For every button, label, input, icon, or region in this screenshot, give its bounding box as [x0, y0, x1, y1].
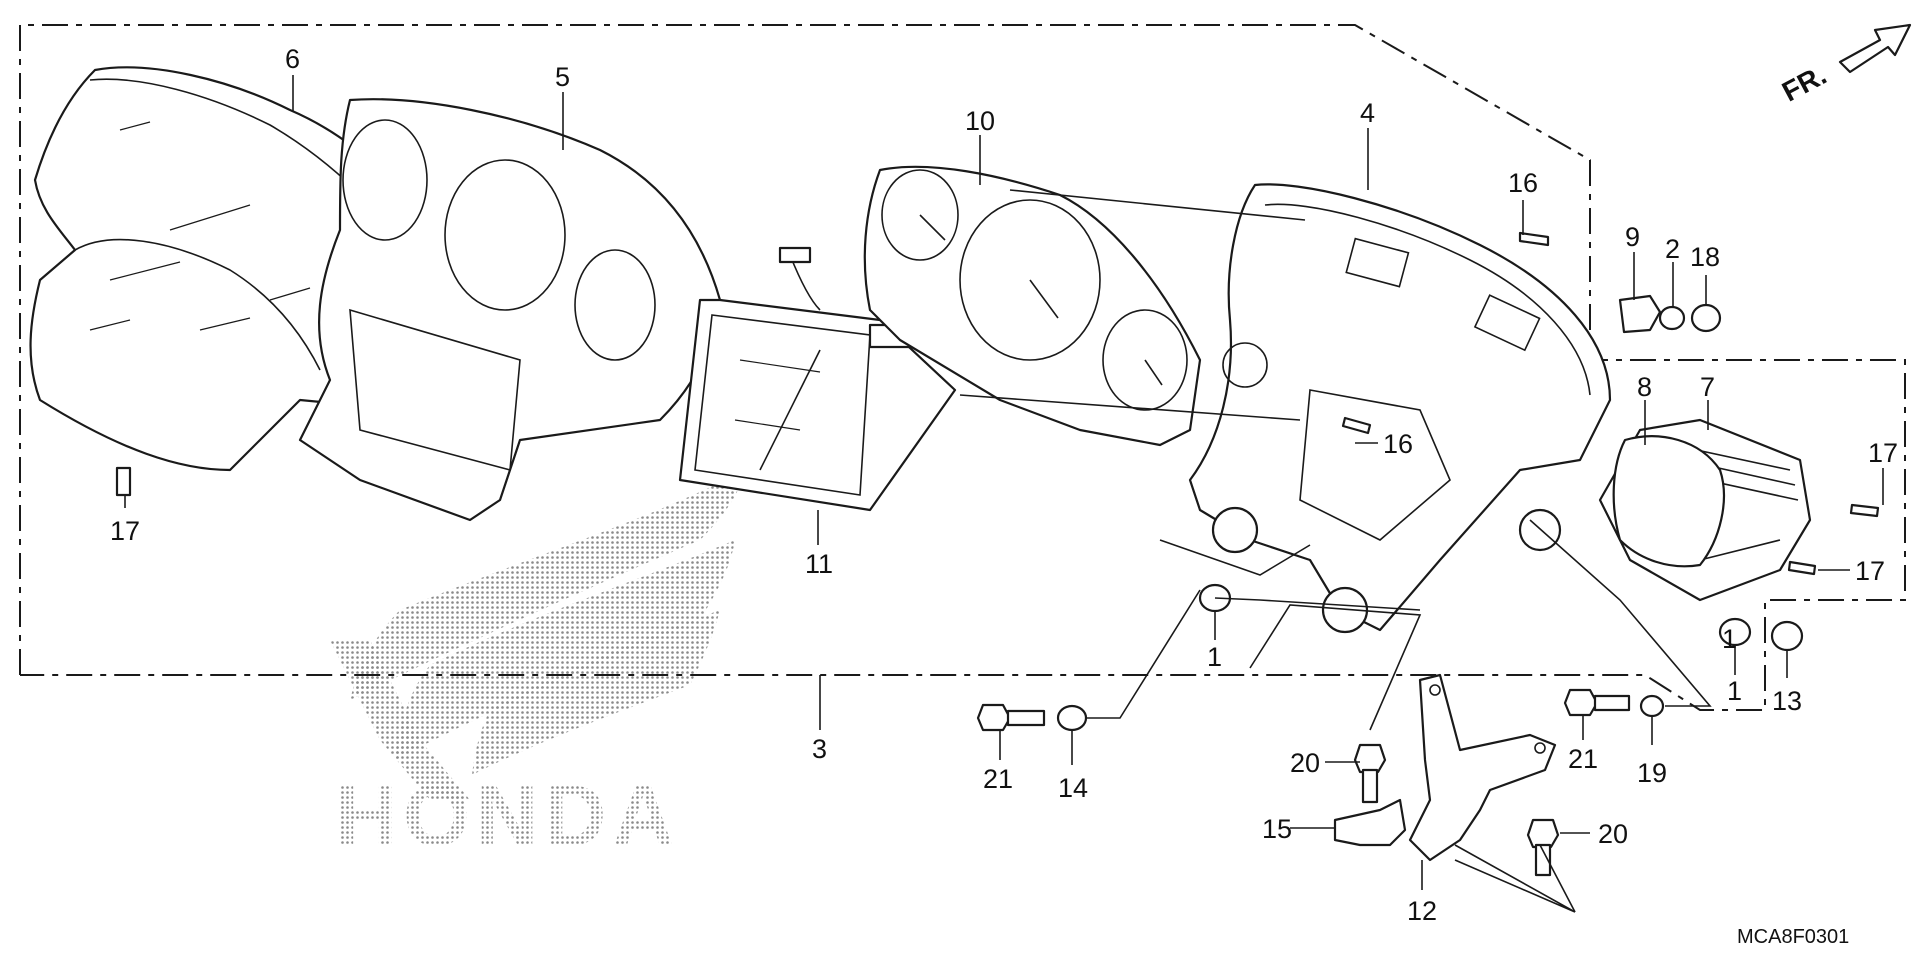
- fr-label: FR.: [1777, 59, 1831, 108]
- callout-18: 18: [1690, 242, 1720, 272]
- callout-21a: 21: [983, 764, 1013, 794]
- honda-logo-text: HONDA: [335, 768, 680, 864]
- bolt-20b: [1526, 818, 1560, 849]
- assembly-boundary: [19, 24, 1906, 711]
- callout-1b: 1: [1727, 676, 1742, 706]
- collar-13: [1770, 620, 1804, 652]
- callout-6: 6: [285, 44, 300, 74]
- fasteners: [115, 231, 1880, 877]
- callout-21b: 21: [1568, 744, 1598, 774]
- callout-17a: 17: [110, 516, 140, 546]
- collar-14: [1056, 704, 1088, 732]
- callout-10: 10: [965, 106, 995, 136]
- screw-17c: [1787, 560, 1817, 576]
- callout-12: 12: [1407, 896, 1437, 926]
- callout-17b: 17: [1868, 438, 1898, 468]
- knob-9: [1618, 294, 1662, 334]
- bolt-21b: [1563, 688, 1599, 717]
- callout-16a: 16: [1508, 168, 1538, 198]
- callout-5: 5: [555, 62, 570, 92]
- part-12-bracket: [1408, 673, 1557, 862]
- callout-2: 2: [1665, 234, 1680, 264]
- callout-15: 15: [1262, 814, 1292, 844]
- washer-2: [1658, 305, 1686, 331]
- bolt-21a: [976, 703, 1012, 732]
- callout-1a: 1: [1207, 642, 1222, 672]
- nut-18: [1690, 303, 1722, 333]
- callout-4: 4: [1360, 98, 1375, 128]
- callout-3: 3: [812, 734, 827, 764]
- callout-8: 8: [1637, 372, 1652, 402]
- part-4-housing: [1188, 183, 1612, 634]
- screw-16b: [1341, 416, 1372, 435]
- screw-17a: [115, 466, 132, 497]
- part-15-stay: [1333, 798, 1407, 847]
- screw-16a: [1518, 231, 1550, 247]
- bolt-20a-shank: [1361, 768, 1379, 804]
- callout-14: 14: [1058, 773, 1088, 803]
- bolt-20a: [1353, 743, 1387, 774]
- washer-19: [1639, 694, 1665, 718]
- leader-lines: [124, 75, 1884, 913]
- screw-17b: [1849, 503, 1880, 518]
- callout-9: 9: [1625, 222, 1640, 252]
- part-5-bezel: [298, 98, 722, 522]
- callout-20b: 20: [1598, 819, 1628, 849]
- bolt-21a-shank: [1006, 709, 1046, 727]
- bolt-21b-shank: [1593, 694, 1631, 712]
- callout-1c: 1: [1722, 624, 1737, 654]
- front-direction-indicator: FR.: [1777, 23, 1912, 108]
- callouts: 6 5 10 4 16 9 2 18 8 7 17 17 16 17 11 1 …: [110, 44, 1898, 926]
- bolt-20b-shank: [1534, 843, 1552, 877]
- callout-11: 11: [805, 549, 833, 579]
- callout-13: 13: [1772, 686, 1802, 716]
- honda-wing-logo: HONDA: [330, 470, 745, 864]
- callout-7: 7: [1700, 372, 1715, 402]
- callout-20a: 20: [1290, 748, 1320, 778]
- callout-17c: 17: [1855, 556, 1885, 586]
- diagram-code: MCA8F0301: [1737, 926, 1849, 948]
- callout-19: 19: [1637, 758, 1667, 788]
- part-8-gasket: [1612, 435, 1726, 568]
- callout-16b: 16: [1383, 429, 1413, 459]
- part-10-gauge-panel: [863, 165, 1202, 447]
